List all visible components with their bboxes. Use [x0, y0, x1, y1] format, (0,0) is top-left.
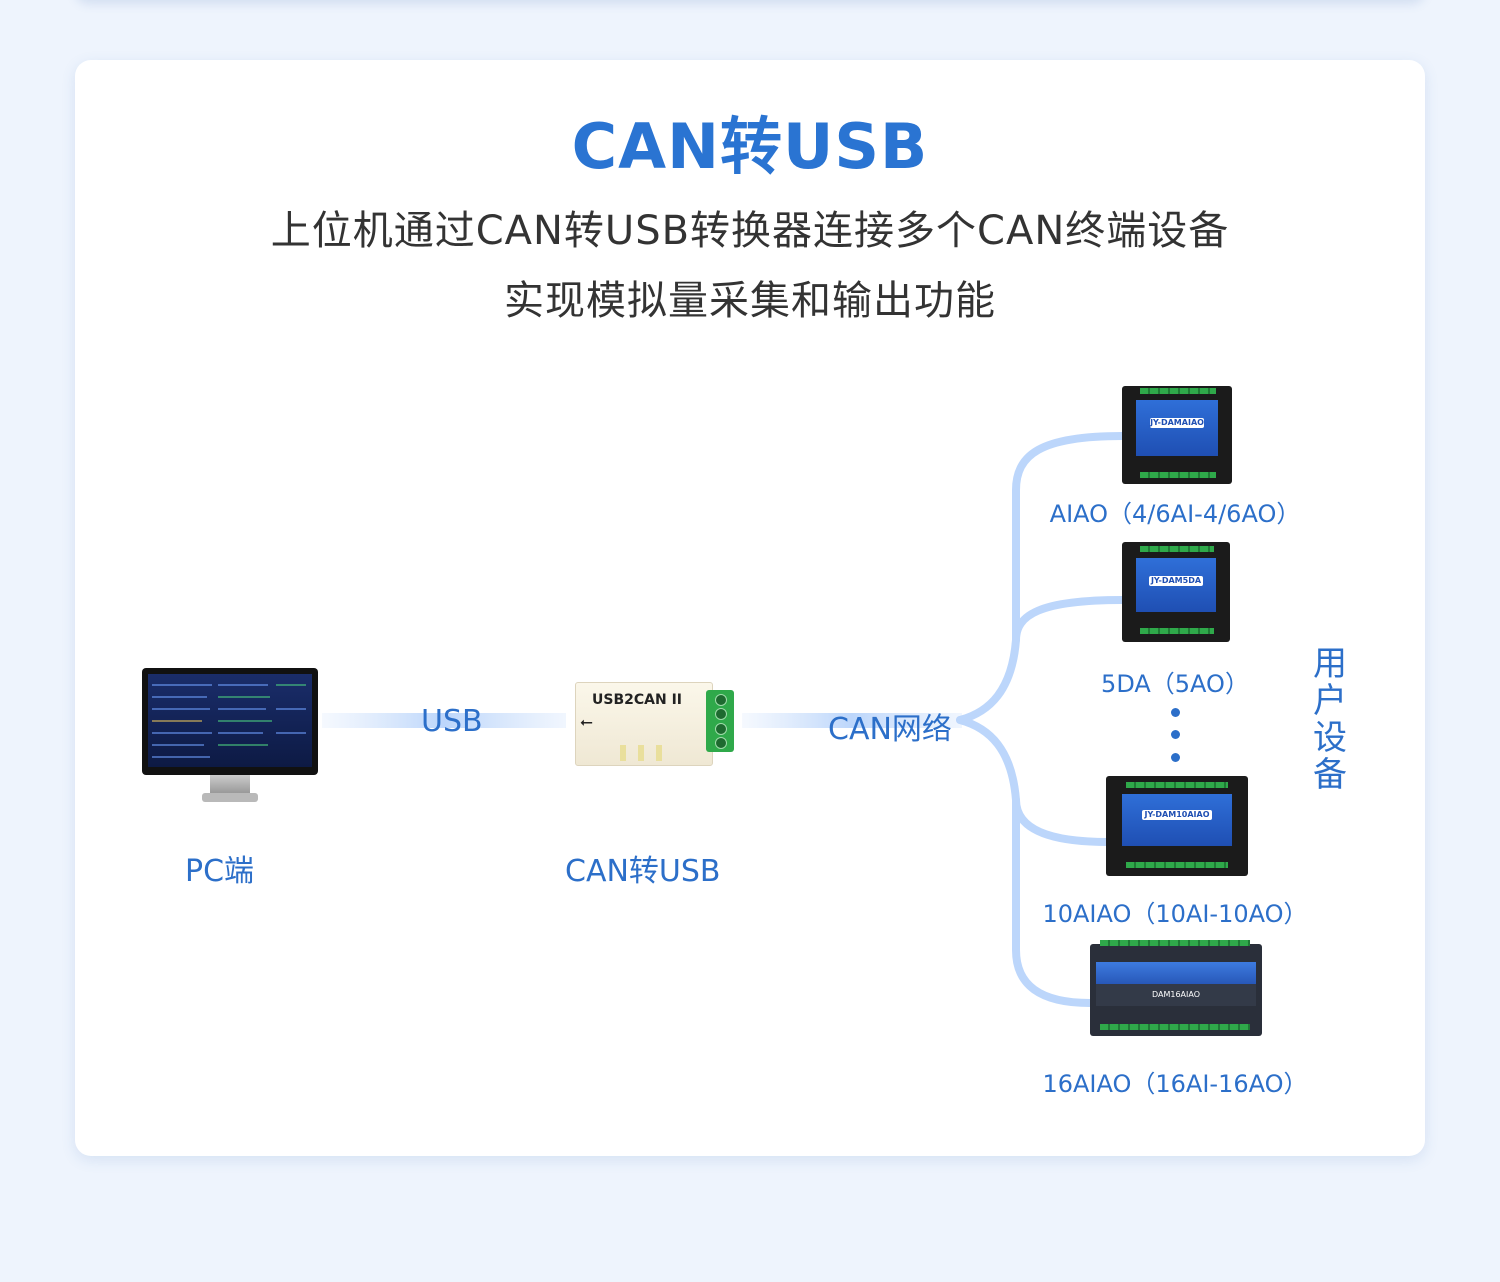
monitor-stand-base	[202, 793, 258, 802]
ellipsis-dot	[1171, 708, 1180, 717]
monitor-screen	[148, 674, 312, 767]
pwr-led	[620, 745, 626, 761]
usb-symbol-icon: ⭠	[580, 712, 593, 731]
device-aiao-model: JY-DAMAIAO	[1150, 418, 1204, 428]
device-aiao: JY-DAMAIAO	[1122, 386, 1232, 484]
page-title: CAN转USB	[571, 110, 929, 183]
can-terminal-block	[706, 690, 734, 752]
device-16aiao-model: DAM16AIAO	[1096, 984, 1256, 1006]
monitor-stand-neck	[210, 775, 250, 793]
converter-model-label: USB2CAN II	[592, 692, 682, 708]
can-bus-branches	[956, 432, 1126, 1007]
can2-led	[656, 745, 662, 761]
device-10aiao-caption: 10AIAO（10AI-10AO）	[1042, 900, 1308, 928]
user-devices-label: 用 户 设 备	[1313, 644, 1347, 795]
usb-link-label: USB	[421, 704, 483, 739]
can-link-line	[742, 713, 962, 728]
usb-link-line	[322, 713, 566, 728]
device-5da: JY-DAM5DA	[1122, 542, 1230, 642]
pc-monitor	[142, 668, 318, 775]
subtitle-line-1: 上位机通过CAN转USB转换器连接多个CAN终端设备	[270, 208, 1230, 254]
converter-caption: CAN转USB	[565, 854, 721, 889]
device-16aiao: DAM16AIAO	[1090, 940, 1262, 1036]
can-network-label: CAN网络	[828, 712, 952, 747]
device-5da-caption: 5DA（5AO）	[1101, 670, 1249, 698]
ellipsis-dot	[1171, 753, 1180, 762]
device-10aiao-model: JY-DAM10AIAO	[1142, 810, 1212, 820]
ellipsis-dot	[1171, 730, 1180, 739]
pc-caption: PC端	[185, 854, 255, 889]
device-5da-model: JY-DAM5DA	[1149, 576, 1203, 586]
subtitle-line-2: 实现模拟量采集和输出功能	[504, 278, 996, 324]
device-aiao-caption: AIAO（4/6AI-4/6AO）	[1049, 500, 1301, 528]
device-10aiao: JY-DAM10AIAO	[1106, 776, 1248, 876]
can1-led	[638, 745, 644, 761]
device-16aiao-caption: 16AIAO（16AI-16AO）	[1042, 1070, 1308, 1098]
